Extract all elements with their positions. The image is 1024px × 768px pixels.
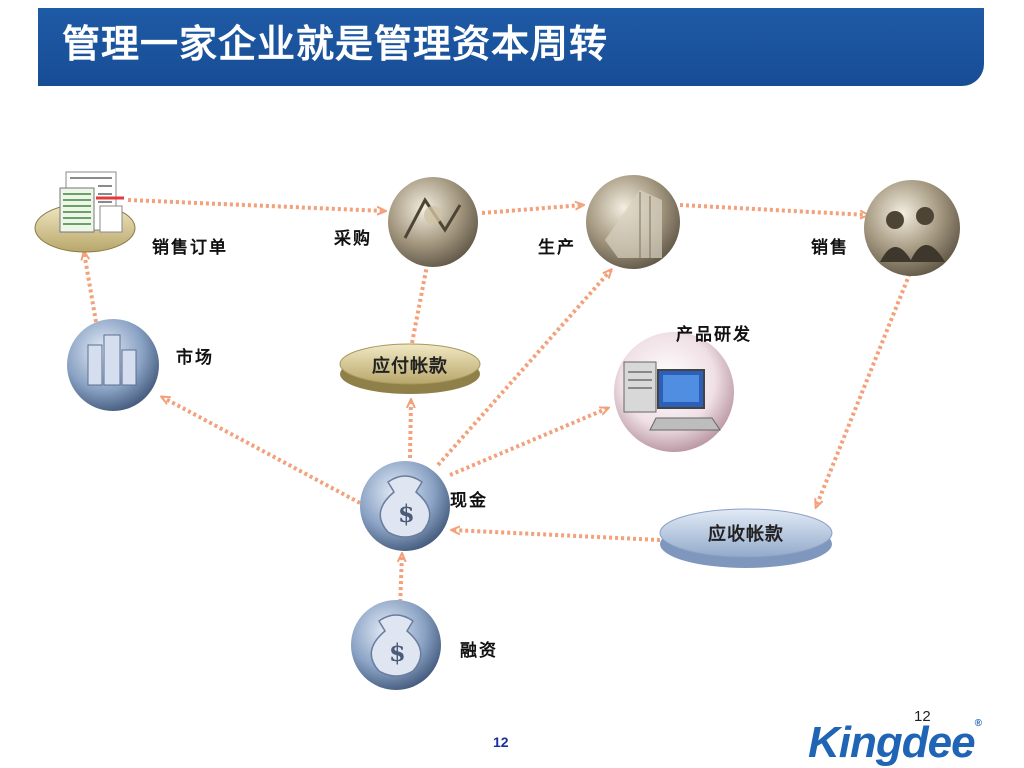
label-accounts-receivable: 应收帐款: [708, 524, 784, 545]
arrow-cash-to-market: [162, 395, 361, 505]
title-bar: 管理一家企业就是管理资本周转: [38, 8, 984, 86]
arrow-receivable-to-cash: [452, 530, 661, 542]
label-market: 市场: [176, 348, 214, 368]
arrow-order-to-purchase: [127, 198, 385, 211]
kingdee-logo: Kingdee®: [808, 718, 982, 768]
arrow-production-to-sales: [679, 203, 868, 215]
label-cash: 现金: [450, 491, 488, 511]
meeting-photo-icon: [864, 180, 960, 276]
money-bag-icon: $: [360, 461, 450, 551]
accounts-payable-pill: [339, 343, 481, 394]
accounts-receivable-pill: [659, 508, 833, 568]
building-photo-icon: [586, 175, 680, 269]
arrow-cash-to-payable: [410, 400, 411, 459]
computer-icon: [614, 332, 734, 452]
svg-text:$: $: [389, 638, 406, 667]
registered-mark-icon: ®: [974, 718, 982, 729]
label-accounts-payable: 应付帐款: [372, 356, 448, 377]
arrow-purchase-to-production: [481, 205, 583, 215]
arrow-cash-to-production: [436, 270, 611, 467]
arrow-sales-to-receivable: [814, 267, 914, 507]
city-icon: [67, 319, 159, 411]
label-sales: 销售: [811, 238, 849, 258]
label-sales-order: 销售订单: [152, 238, 228, 258]
label-rnd: 产品研发: [676, 325, 752, 345]
label-production: 生产: [538, 238, 576, 258]
arrow-market-to-order: [84, 252, 98, 323]
page-number: 12: [493, 734, 509, 750]
logo-text: Kingdee: [808, 718, 976, 767]
arrow-financing-to-cash: [400, 554, 402, 609]
money-bag-icon: $: [351, 600, 441, 690]
label-purchase: 采购: [334, 229, 372, 249]
page-number-top: 12: [914, 708, 931, 725]
arrow-cash-to-rnd: [449, 406, 608, 477]
purchase-photo-icon: [388, 177, 478, 267]
label-financing: 融资: [460, 641, 498, 661]
slide-title: 管理一家企业就是管理资本周转: [62, 22, 609, 66]
svg-text:$: $: [398, 499, 415, 528]
spreadsheet-icon: [34, 171, 136, 253]
